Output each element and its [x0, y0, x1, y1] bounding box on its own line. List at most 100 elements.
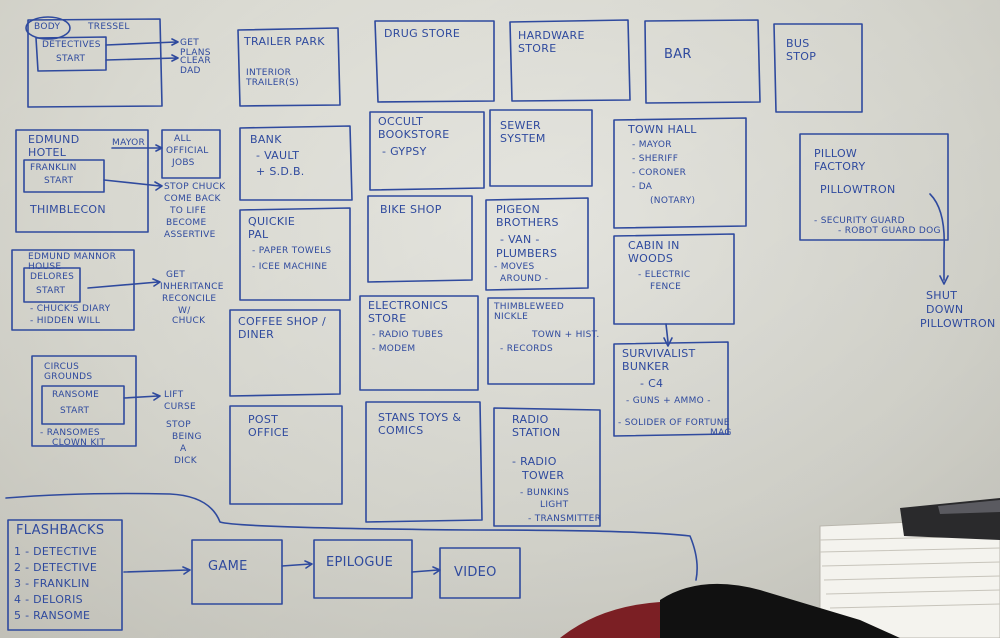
electronics-l1: - RADIO TUBES — [372, 330, 444, 340]
manor-delores: DELORES — [30, 272, 75, 282]
manor-l2: - HIDDEN WILL — [30, 316, 101, 326]
box-radio — [493, 407, 601, 527]
box-trailer — [237, 27, 341, 107]
chuck-note-3: TO LIFE — [170, 206, 207, 216]
inherit-4: W/ — [178, 306, 191, 316]
nickle-l1: TOWN + HIST. — [532, 330, 600, 340]
radio-l1: - RADIO — [512, 455, 557, 468]
quickie-l1: - PAPER TOWELS — [252, 246, 332, 256]
box-quickie — [239, 207, 351, 301]
flashbacks-l2: 2 - DETECTIVE — [14, 561, 98, 574]
box-hardware — [509, 19, 631, 102]
post-title: POST OFFICE — [248, 413, 289, 439]
inherit-5: CHUCK — [172, 316, 206, 326]
circus-title: CIRCUS GROUNDS — [44, 362, 93, 383]
box-detectives — [27, 18, 163, 108]
pillow-title: PILLOW FACTORY — [814, 147, 866, 173]
radio-l2: TOWER — [522, 469, 565, 482]
quickie-l2: - ICEE MACHINE — [252, 262, 328, 272]
coffee-title: COFFEE SHOP / DINER — [238, 315, 327, 341]
bank-title: BANK — [250, 133, 282, 146]
box-pigeon — [485, 197, 589, 291]
lift-4: BEING — [172, 432, 202, 442]
bunker-l4: MAG — [710, 428, 732, 438]
cabin-l2: FENCE — [650, 282, 682, 292]
box-occult — [369, 111, 485, 191]
box-coffee — [229, 309, 341, 397]
bike-title: BIKE SHOP — [380, 203, 442, 216]
occult-title: OCCULT BOOKSTORE — [378, 115, 450, 141]
note-get-plans: GET PLANS — [180, 38, 211, 59]
flashbacks-l5: 5 - RANSOME — [14, 609, 91, 622]
flashbacks-l4: 4 - DELORIS — [14, 593, 83, 606]
divider-line — [5, 492, 698, 581]
pillow-l2: - SECURITY GUARD — [814, 216, 905, 226]
box-epilogue — [313, 539, 413, 599]
stans-title: STANS TOYS & COMICS — [378, 411, 462, 437]
radio-l5: - TRANSMITTER — [528, 514, 602, 524]
box-bank — [239, 125, 353, 201]
box-sewer — [489, 109, 593, 187]
all-official-2: OFFICIAL — [166, 146, 209, 156]
box-electronics — [359, 295, 479, 391]
cabin-title: CABIN IN WOODS — [628, 239, 680, 265]
edmund-start: START — [44, 176, 74, 186]
video-title: VIDEO — [454, 565, 497, 580]
box-nickle — [487, 297, 595, 385]
lift-1: LIFT — [164, 390, 184, 400]
electronics-l2: - MODEM — [372, 344, 416, 354]
dark-jacket — [660, 583, 900, 638]
edmund-thimblecon: THIMBLECON — [30, 203, 106, 216]
edmund-franklin: FRANKLIN — [30, 163, 77, 173]
lift-2: CURSE — [164, 402, 197, 412]
shut-3: PILLOWTRON — [920, 317, 996, 330]
bunker-l1: - C4 — [640, 377, 664, 390]
box-stans — [365, 401, 483, 523]
box-edmund-hotel — [15, 129, 149, 233]
label-detectives: DETECTIVES — [42, 40, 101, 50]
bank-l1: - VAULT — [256, 149, 300, 162]
bank-l2: + S.D.B. — [256, 165, 305, 178]
epilogue-title: EPILOGUE — [326, 555, 394, 570]
box-bus — [773, 23, 863, 113]
town-hall-l2: - SHERIFF — [632, 154, 679, 164]
chuck-note-2: COME BACK — [164, 194, 221, 204]
circus-start: START — [60, 406, 90, 416]
sewer-title: SEWER SYSTEM — [500, 119, 546, 145]
bunker-l2: - GUNS + AMMO - — [626, 396, 711, 406]
town-hall-l1: - MAYOR — [632, 140, 672, 150]
lift-5: A — [180, 444, 187, 454]
electronics-title: ELECTRONICS STORE — [368, 299, 449, 325]
pillow-l3: - ROBOT GUARD DOG — [838, 226, 941, 236]
flashbacks-l1: 1 - DETECTIVE — [14, 545, 98, 558]
edmund-hotel-title: EDMUND HOTEL — [28, 133, 80, 159]
flashbacks-l3: 3 - FRANKLIN — [14, 577, 90, 590]
manor-title: EDMUND MANNOR HOUSE — [28, 252, 117, 273]
pigeon-l2: PLUMBERS — [496, 247, 558, 260]
drug-title: DRUG STORE — [384, 27, 461, 40]
trailer-title: TRAILER PARK — [244, 35, 325, 48]
radio-l4: LIGHT — [540, 500, 569, 510]
flashbacks-title: FLASHBACKS — [16, 523, 105, 538]
box-bike — [367, 195, 473, 283]
desk-papers — [819, 498, 1000, 638]
pigeon-l3: - MOVES — [494, 262, 535, 272]
box-drug — [374, 20, 495, 103]
note-clear-dad: CLEAR DAD — [180, 56, 211, 77]
manor-start: START — [36, 286, 66, 296]
box-town-hall — [613, 117, 747, 229]
radio-l3: - BUNKINS — [520, 488, 570, 498]
label-detectives-start: START — [56, 54, 86, 64]
lift-6: DICK — [174, 456, 197, 466]
radio-title: RADIO STATION — [512, 413, 561, 439]
box-circus — [31, 355, 137, 447]
nickle-l2: - RECORDS — [500, 344, 554, 354]
box-bunker — [613, 341, 729, 437]
box-manor — [11, 249, 135, 331]
box-bar — [644, 19, 761, 104]
shut-2: DOWN — [926, 303, 964, 316]
hardware-title: HARDWARE STORE — [518, 29, 585, 55]
pigeon-title: PIGEON BROTHERS — [496, 203, 559, 229]
inherit-3: RECONCILE — [162, 294, 217, 304]
lift-3: STOP — [166, 420, 191, 430]
